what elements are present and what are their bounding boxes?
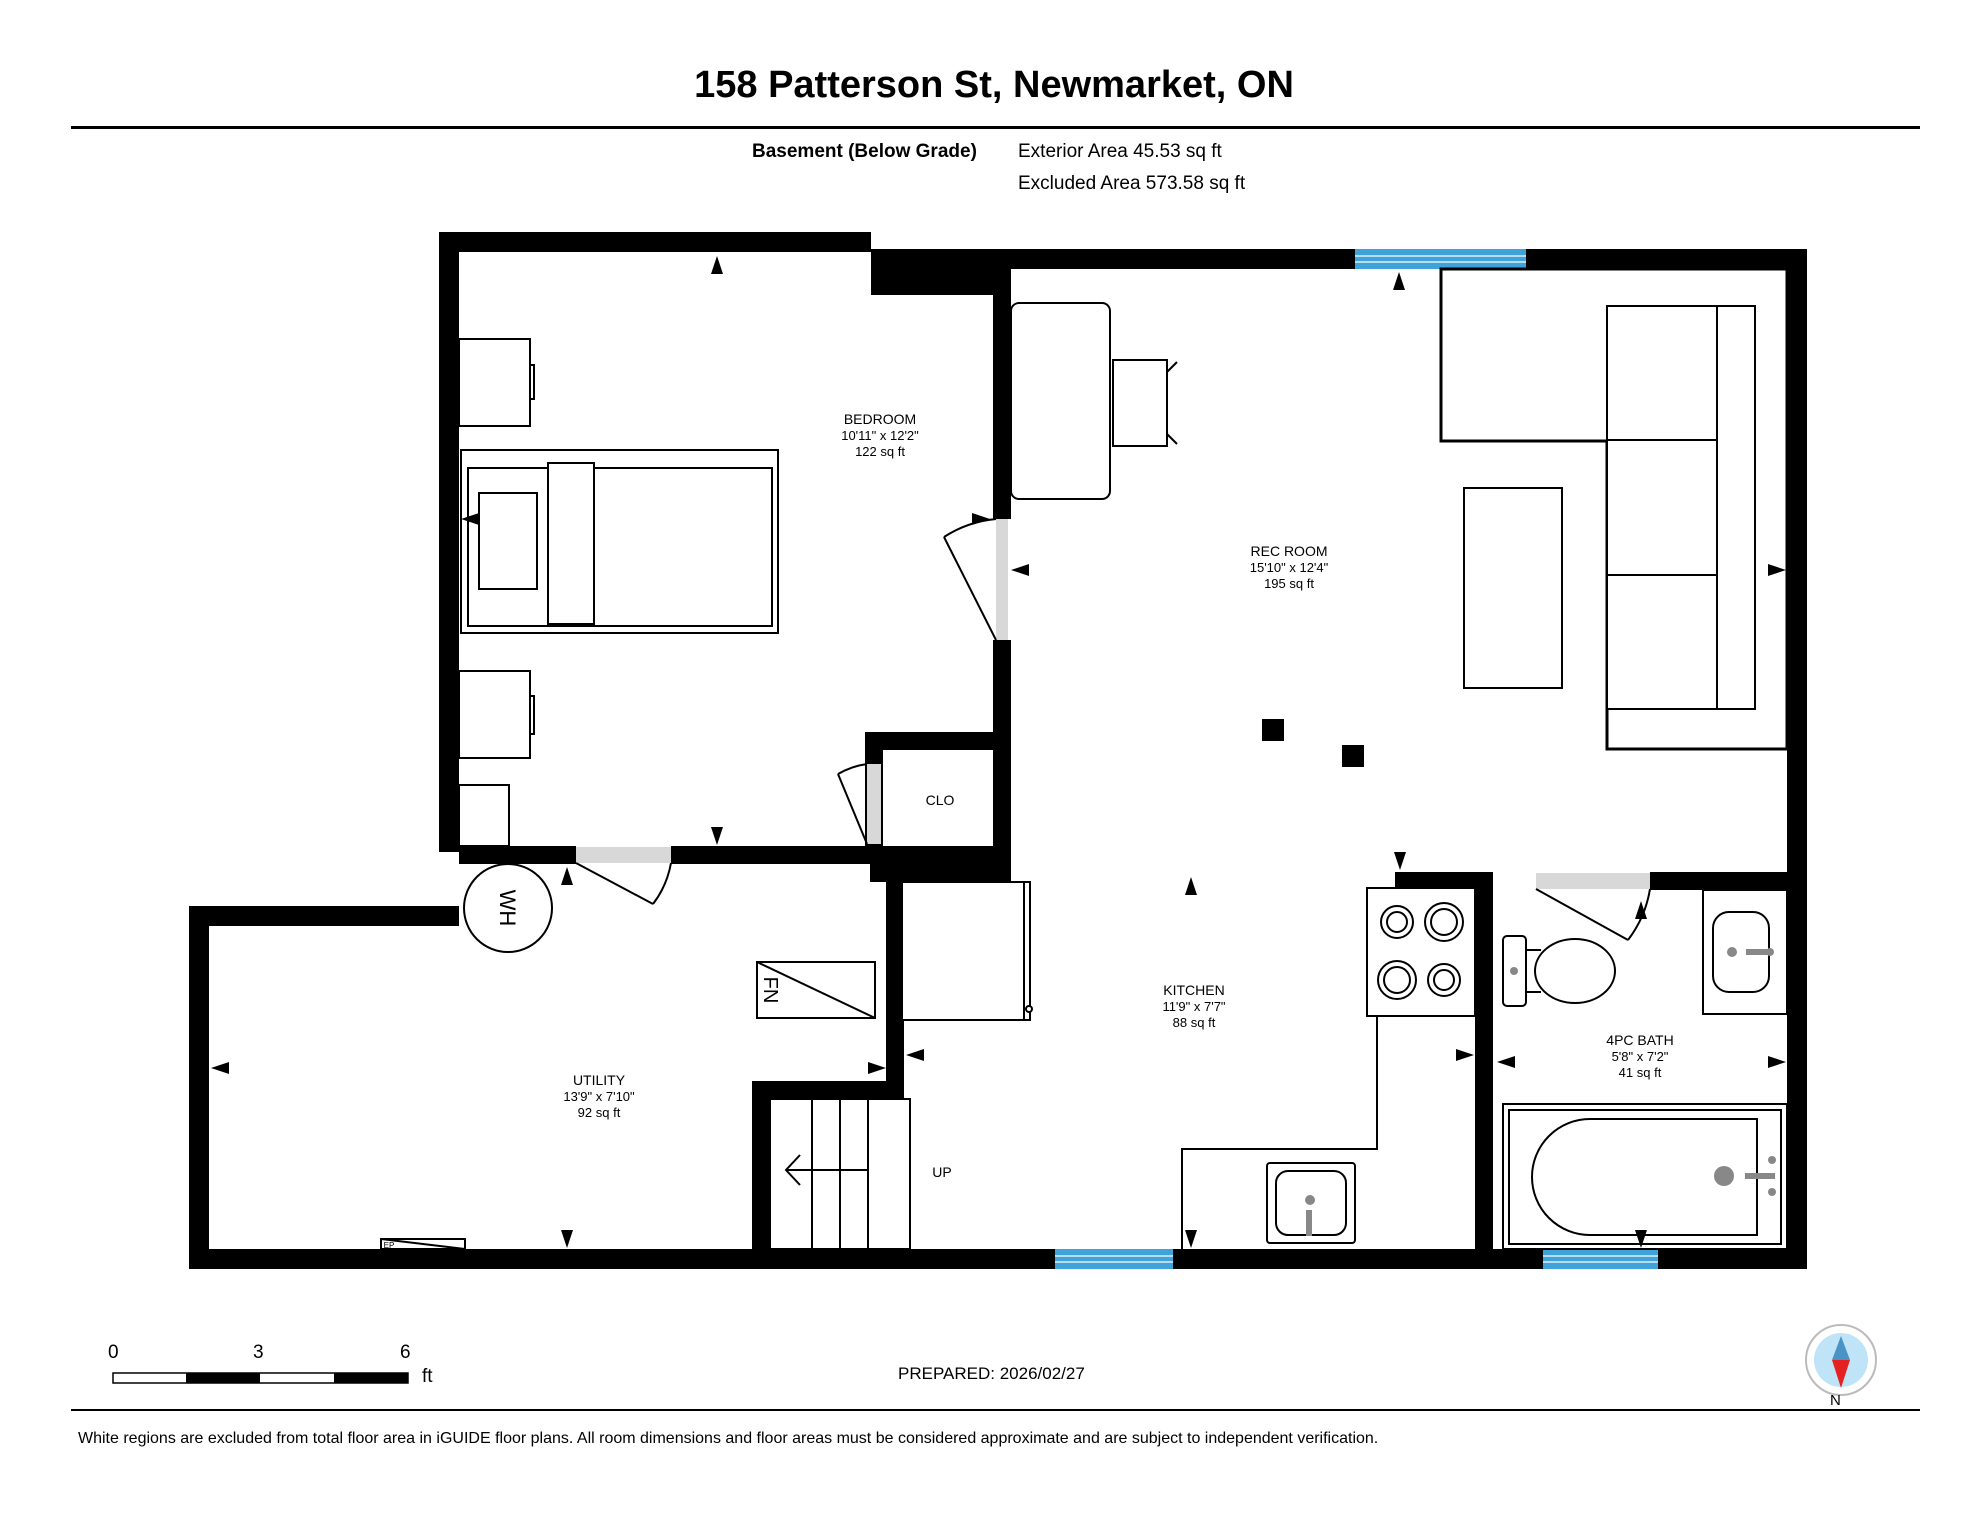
kitchen-name: KITCHEN — [1163, 982, 1224, 998]
exterior-area: Exterior Area 45.53 sq ft — [1018, 141, 1222, 162]
nightstand-top — [458, 338, 531, 427]
bedroom-furniture — [458, 338, 779, 847]
dresser — [458, 784, 510, 847]
bath-name: 4PC BATH — [1606, 1032, 1673, 1048]
bath-fixtures — [1502, 889, 1788, 1250]
rec-room-name: REC ROOM — [1251, 543, 1328, 559]
windows — [1055, 249, 1658, 1269]
bedroom-area: 122 sq ft — [855, 444, 905, 459]
support-posts — [1262, 719, 1364, 767]
kitchen-dims: 11'9" x 7'7" — [1162, 999, 1225, 1014]
scale-tick-6: 6 — [400, 1342, 411, 1363]
compass-north-icon — [1805, 1324, 1877, 1396]
utility-area: 92 sq ft — [578, 1105, 621, 1120]
stairs-label: UP — [932, 1164, 951, 1180]
water-heater — [463, 863, 553, 953]
header-rule — [71, 126, 1920, 129]
scale-bar — [112, 1372, 409, 1384]
rec-room-dims: 15'10" x 12'4" — [1250, 560, 1329, 575]
furnace-label: FN — [759, 977, 781, 1004]
toilet-bowl — [1534, 938, 1616, 1004]
excluded-area: Excluded Area 573.58 sq ft — [1018, 173, 1246, 194]
bath-area: 41 sq ft — [1619, 1065, 1662, 1080]
electrical-panel-label: EP — [384, 1241, 395, 1250]
stove — [1366, 887, 1476, 1017]
scale-unit: ft — [422, 1366, 433, 1387]
water-heater-label: WH — [495, 890, 520, 927]
nightstand-bottom — [458, 670, 531, 759]
counter — [1181, 1016, 1378, 1249]
window-rec-room — [1355, 249, 1526, 269]
scale-tick-3: 3 — [253, 1342, 264, 1363]
window-bath — [1543, 1249, 1658, 1269]
prepared-date: PREPARED: 2026/02/27 — [898, 1364, 1085, 1383]
plan-title: 158 Patterson St, Newmarket, ON — [694, 64, 1294, 106]
bedroom-dims: 10'11" x 12'2" — [841, 428, 919, 443]
fridge — [901, 881, 1025, 1021]
bath-dims: 5'8" x 7'2" — [1612, 1049, 1669, 1064]
level-label: Basement (Below Grade) — [752, 141, 977, 162]
coffee-table — [1463, 487, 1563, 689]
scale-tick-0: 0 — [108, 1342, 119, 1363]
desk-chair — [1112, 359, 1168, 447]
desk — [1010, 302, 1111, 500]
door-openings — [576, 519, 1650, 889]
utility-name: UTILITY — [573, 1072, 626, 1088]
measurement-markers — [211, 256, 1786, 1248]
bedroom-name: BEDROOM — [844, 411, 916, 427]
utility-dims: 13'9" x 7'10" — [563, 1089, 635, 1104]
footer-rule — [71, 1409, 1920, 1411]
window-kitchen — [1055, 1249, 1173, 1269]
compass-north-label: N — [1830, 1392, 1841, 1409]
door-swings — [575, 518, 1651, 941]
kitchen-fixtures — [901, 881, 1476, 1249]
closet-name: CLO — [926, 792, 955, 808]
walls — [189, 232, 1807, 1269]
room-labels: BEDROOM 10'11" x 12'2" 122 sq ft REC ROO… — [384, 411, 1674, 1250]
utility-fixtures — [380, 863, 911, 1250]
rec-room-furniture — [1010, 267, 1789, 751]
disclaimer: White regions are excluded from total fl… — [78, 1430, 1379, 1447]
kitchen-area: 88 sq ft — [1173, 1015, 1216, 1030]
rec-room-area: 195 sq ft — [1264, 576, 1314, 591]
